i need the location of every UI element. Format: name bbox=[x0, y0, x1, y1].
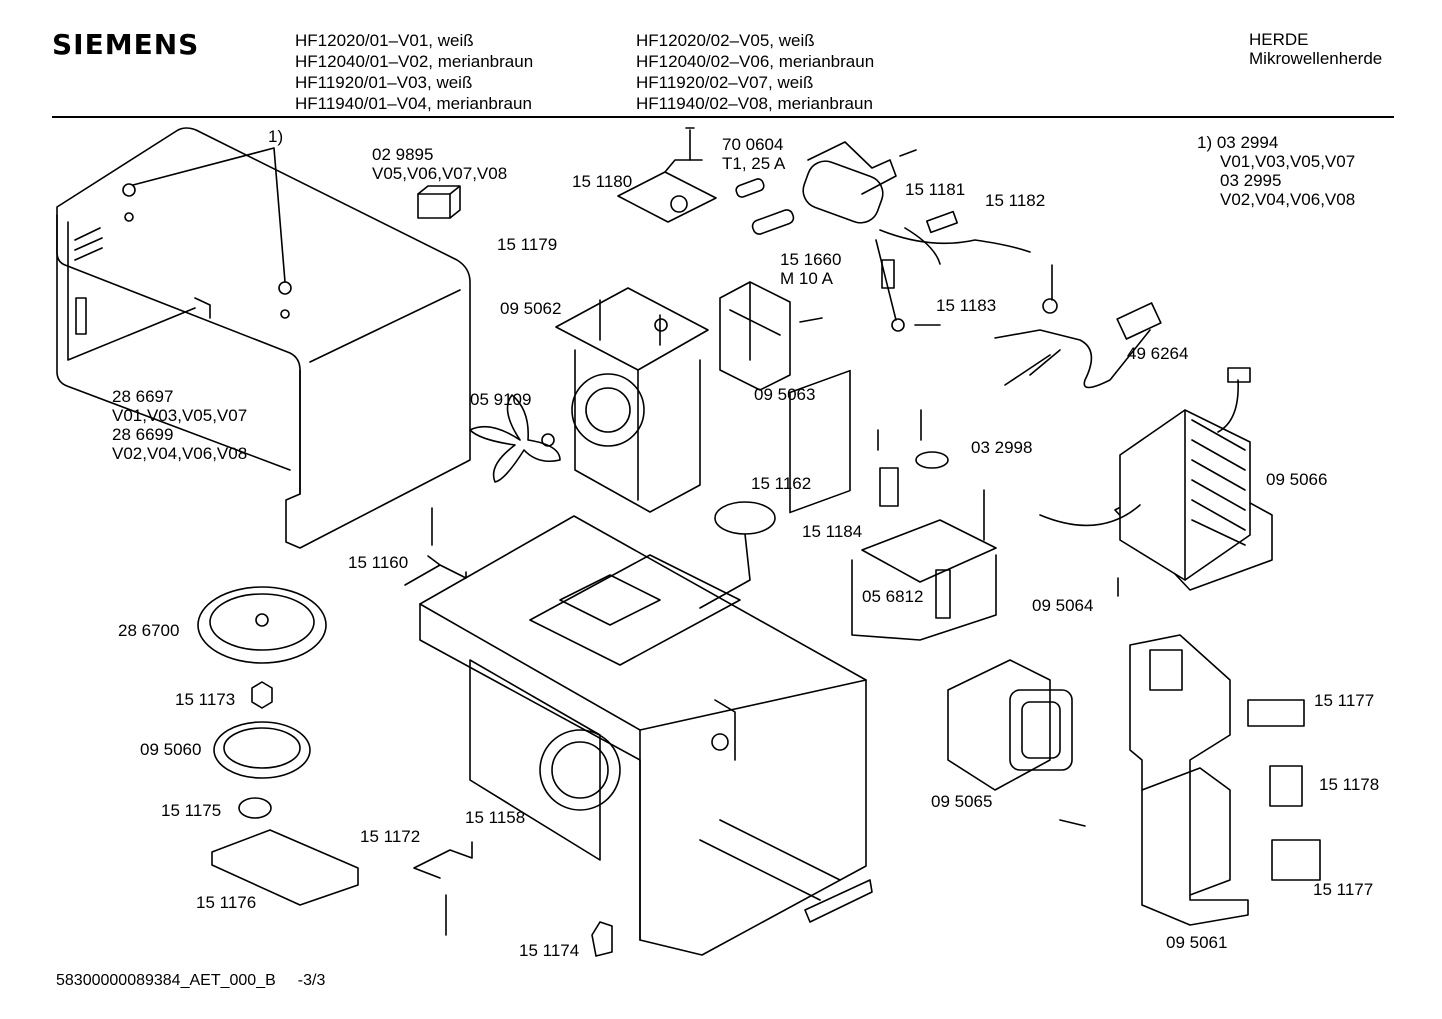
part-label: 15 1160 bbox=[348, 553, 409, 572]
part-label-line: T1, 25 A bbox=[722, 154, 786, 173]
hv-transformer-part[interactable] bbox=[1039, 367, 1273, 597]
fan-bracket-part[interactable] bbox=[555, 287, 709, 513]
part-label: 02 9895 V05,V06,V07,V08 bbox=[372, 145, 507, 183]
note-line: V02,V04,V06,V08 bbox=[1220, 190, 1356, 209]
roller-ring-part[interactable] bbox=[213, 721, 311, 779]
model-list-left: HF12020/01–V01, weiß HF12040/01–V02, mer… bbox=[295, 30, 533, 114]
hinge-bracket-part[interactable] bbox=[413, 841, 473, 936]
fuse-part[interactable] bbox=[735, 178, 795, 236]
motor-bracket-part[interactable] bbox=[211, 829, 359, 906]
footnote: 1) 03 2994 V01,V03,V05,V07 03 2995 V02,V… bbox=[1197, 133, 1355, 209]
part-label: 09 5063 bbox=[754, 385, 816, 404]
part-label: 28 6700 bbox=[118, 621, 180, 640]
door-switch-frame-part[interactable] bbox=[1129, 634, 1249, 926]
model-line: HF11940/01–V04, merianbraun bbox=[295, 94, 532, 113]
part-label: 15 1177 bbox=[1313, 880, 1374, 899]
brand-logo: SIEMENS bbox=[52, 28, 200, 61]
turntable-plate-part[interactable] bbox=[197, 586, 327, 664]
part-label-line: V05,V06,V07,V08 bbox=[372, 164, 508, 183]
magnetron-bracket-part[interactable] bbox=[851, 489, 997, 641]
model-line: HF12040/01–V02, merianbraun bbox=[295, 52, 534, 71]
part-label: 15 1184 bbox=[802, 522, 863, 541]
part-label: 15 1173 bbox=[175, 690, 236, 709]
model-line: HF11940/02–V08, merianbraun bbox=[636, 94, 873, 113]
part-label: 1) bbox=[268, 127, 284, 146]
document-footer: 58300000089384_AET_000_B -3/3 bbox=[56, 972, 325, 990]
category-line: Mikrowellenherde bbox=[1249, 49, 1383, 68]
note-line: 1) 03 2994 bbox=[1197, 133, 1279, 152]
thermostat-part[interactable] bbox=[877, 409, 949, 469]
product-category: HERDE Mikrowellenherde bbox=[1249, 30, 1382, 68]
part-label: 03 2998 bbox=[971, 438, 1033, 457]
part-label-line: 28 6697 bbox=[112, 387, 174, 406]
part-label: 15 1177 bbox=[1314, 691, 1375, 710]
header-rule bbox=[52, 116, 1394, 118]
part-label-line: V01,V03,V05,V07 bbox=[112, 406, 248, 425]
cabinet-cover-part[interactable] bbox=[56, 127, 471, 549]
part-label-line: 15 1660 bbox=[780, 250, 842, 269]
part-label: 09 5062 bbox=[500, 299, 562, 318]
part-label-line: M 10 A bbox=[780, 269, 833, 288]
model-line: HF12040/02–V06, merianbraun bbox=[636, 52, 875, 71]
model-line: HF11920/01–V03, weiß bbox=[295, 73, 473, 92]
part-label: 49 6264 bbox=[1127, 344, 1189, 363]
bracket-part[interactable] bbox=[404, 507, 467, 586]
part-label: 15 1175 bbox=[161, 801, 222, 820]
part-label: 28 6697 V01,V03,V05,V07 28 6699 V02,V04,… bbox=[112, 387, 247, 463]
transformer-small-part[interactable] bbox=[719, 281, 823, 391]
high-voltage-diode-part[interactable] bbox=[875, 210, 1031, 332]
part-label: 15 1178 bbox=[1319, 775, 1380, 794]
note-line: V01,V03,V05,V07 bbox=[1220, 152, 1356, 171]
power-cord-part[interactable] bbox=[994, 264, 1162, 389]
part-label: 05 9109 bbox=[470, 390, 532, 409]
turntable-motor-part[interactable] bbox=[238, 797, 272, 819]
part-label: 09 5065 bbox=[931, 792, 993, 811]
part-label: 09 5066 bbox=[1266, 470, 1328, 489]
magnetron-part[interactable] bbox=[947, 659, 1086, 827]
part-label: 15 1179 bbox=[497, 235, 558, 254]
part-label-line: 28 6699 bbox=[112, 425, 174, 444]
note-line: 03 2995 bbox=[1220, 171, 1282, 190]
part-label: 15 1183 bbox=[936, 296, 997, 315]
document-id: 58300000089384_AET_000_B bbox=[56, 972, 276, 989]
oven-cavity-part[interactable] bbox=[419, 369, 873, 956]
part-label: 15 1176 bbox=[196, 893, 257, 912]
micro-switch-part[interactable] bbox=[1247, 699, 1321, 881]
part-label: 05 6812 bbox=[862, 587, 924, 606]
capacitor-small-part[interactable] bbox=[879, 467, 899, 507]
part-label: 15 1172 bbox=[360, 827, 421, 846]
part-label-line: 02 9895 bbox=[372, 145, 434, 164]
part-label: 15 1660 M 10 A bbox=[780, 250, 841, 288]
part-label: 15 1181 bbox=[905, 180, 966, 199]
part-label: 09 5064 bbox=[1032, 596, 1094, 615]
page-number: -3/3 bbox=[297, 972, 326, 989]
model-list-right: HF12020/02–V05, weiß HF12040/02–V06, mer… bbox=[636, 30, 874, 114]
model-line: HF11920/02–V07, weiß bbox=[636, 73, 814, 92]
fan-blade-part[interactable] bbox=[469, 394, 561, 483]
turntable-coupler-part[interactable] bbox=[251, 681, 273, 709]
clip-part[interactable] bbox=[591, 921, 613, 957]
part-label: 09 5061 bbox=[1166, 933, 1228, 952]
part-label: 09 5060 bbox=[140, 740, 202, 759]
part-label-line: V02,V04,V06,V08 bbox=[112, 444, 248, 463]
part-label: 70 0604 T1, 25 A bbox=[722, 135, 785, 173]
category-line: HERDE bbox=[1249, 30, 1309, 49]
fuse-board-part[interactable] bbox=[617, 127, 717, 223]
part-label: 15 1162 bbox=[751, 474, 812, 493]
capacitor-part[interactable] bbox=[798, 141, 917, 228]
part-label: 15 1158 bbox=[465, 808, 526, 827]
thermal-cutout-part[interactable] bbox=[699, 501, 776, 609]
part-label-line: 70 0604 bbox=[722, 135, 784, 154]
relay-part[interactable] bbox=[417, 185, 461, 219]
part-label: 15 1182 bbox=[985, 191, 1046, 210]
part-label: 15 1180 bbox=[572, 172, 633, 191]
model-line: HF12020/01–V01, weiß bbox=[295, 31, 474, 50]
part-label: 15 1174 bbox=[519, 941, 580, 960]
model-line: HF12020/02–V05, weiß bbox=[636, 31, 815, 50]
